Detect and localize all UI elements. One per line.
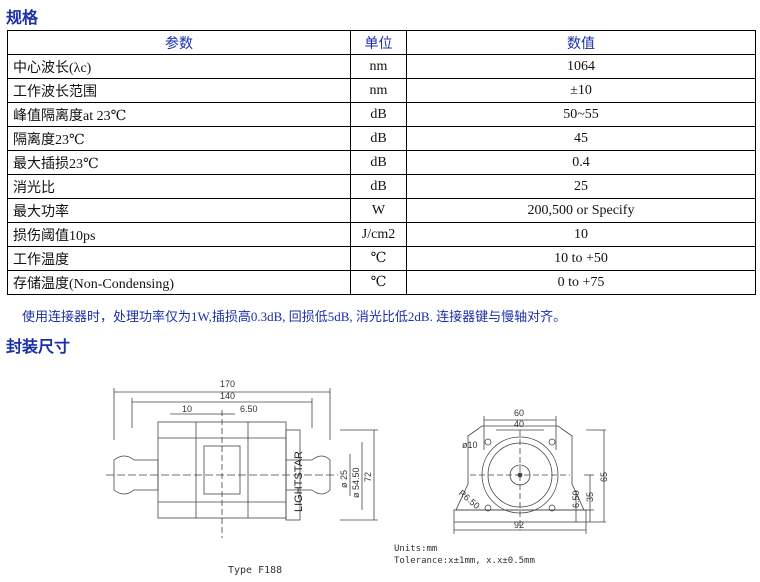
header-value: 数值 bbox=[406, 30, 756, 55]
unit-cell: dB bbox=[350, 102, 407, 127]
value-cell: 25 bbox=[406, 174, 756, 199]
units-label: Units:mm bbox=[394, 544, 438, 554]
type-label: Type F188 bbox=[228, 565, 283, 576]
dim-72: 72 bbox=[363, 472, 373, 482]
unit-cell: J/cm2 bbox=[350, 222, 407, 247]
dim-92: 92 bbox=[514, 520, 524, 530]
usage-note: 使用连接器时，处理功率仅为1W,插损高0.3dB, 回损低5dB, 消光比低2d… bbox=[22, 309, 567, 324]
unit-cell: dB bbox=[350, 150, 407, 175]
value-cell: ±10 bbox=[406, 78, 756, 103]
param-cell: 损伤阈值10ps bbox=[7, 222, 351, 247]
header-parameter: 参数 bbox=[7, 30, 351, 55]
unit-cell: dB bbox=[350, 174, 407, 199]
dim-r6-50: R6.50 bbox=[457, 488, 482, 511]
value-cell: 10 to +50 bbox=[406, 246, 756, 271]
tolerance-label: Tolerance:x±1mm, x.x±0.5mm bbox=[394, 556, 535, 566]
unit-cell: nm bbox=[350, 54, 407, 79]
dim-170: 170 bbox=[220, 379, 235, 389]
header-unit: 单位 bbox=[350, 30, 407, 55]
value-cell: 45 bbox=[406, 126, 756, 151]
value-cell: 1064 bbox=[406, 54, 756, 79]
front-view: 60 40 ø10 R6.50 6.50 35 65 92 bbox=[453, 408, 609, 534]
param-cell: 最大插损23℃ bbox=[7, 150, 351, 175]
param-cell: 中心波长(λc) bbox=[7, 54, 351, 79]
param-cell: 工作温度 bbox=[7, 246, 351, 271]
param-cell: 消光比 bbox=[7, 174, 351, 199]
value-cell: 10 bbox=[406, 222, 756, 247]
param-cell: 工作波长范围 bbox=[7, 78, 351, 103]
value-cell: 200,500 or Specify bbox=[406, 198, 756, 223]
unit-cell: ℃ bbox=[350, 270, 407, 295]
brand-label: LIGHTSTAR bbox=[293, 451, 305, 512]
param-cell: 最大功率 bbox=[7, 198, 351, 223]
dim-dia-25: ø 25 bbox=[339, 470, 349, 488]
value-cell: 50~55 bbox=[406, 102, 756, 127]
value-cell: 0.4 bbox=[406, 150, 756, 175]
unit-cell: W bbox=[350, 198, 407, 223]
dim-dia-54-50: ø 54.50 bbox=[351, 467, 361, 498]
dim-60: 60 bbox=[514, 408, 524, 418]
param-cell: 峰值隔离度at 23℃ bbox=[7, 102, 351, 127]
unit-cell: nm bbox=[350, 78, 407, 103]
dim-35: 35 bbox=[585, 492, 595, 502]
unit-cell: ℃ bbox=[350, 246, 407, 271]
dim-dia-10: ø10 bbox=[462, 440, 478, 450]
package-drawing: 170 140 10 6.50 ø 25 ø 54.50 72 bbox=[106, 379, 609, 538]
dim-140: 140 bbox=[220, 391, 235, 401]
value-cell: 0 to +75 bbox=[406, 270, 756, 295]
dim-40: 40 bbox=[514, 419, 524, 429]
param-cell: 存储温度(Non-Condensing) bbox=[7, 270, 351, 295]
dim-6-50: 6.50 bbox=[240, 404, 258, 414]
dim-65: 65 bbox=[599, 472, 609, 482]
unit-cell: dB bbox=[350, 126, 407, 151]
dim-6-50-front: 6.50 bbox=[571, 490, 581, 508]
param-cell: 隔离度23℃ bbox=[7, 126, 351, 151]
package-section-title: 封装尺寸 bbox=[6, 337, 71, 356]
dim-10: 10 bbox=[182, 404, 192, 414]
table-header-row: 参数 单位 数值 bbox=[7, 30, 756, 55]
side-view: 170 140 10 6.50 ø 25 ø 54.50 72 bbox=[106, 379, 378, 538]
spec-section-title: 规格 bbox=[6, 8, 39, 27]
